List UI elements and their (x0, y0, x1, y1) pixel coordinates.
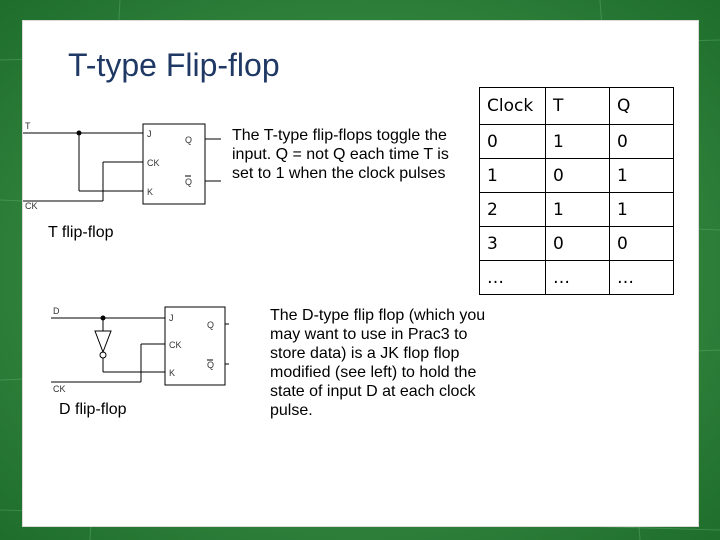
inverter-gate (94, 330, 112, 354)
cell-q: 1 (609, 192, 674, 227)
jk-block (142, 123, 206, 205)
qbar-pin-label: Q (185, 177, 192, 187)
slide-title: T-type Flip-flop (68, 47, 280, 83)
cell-clock: … (479, 260, 546, 295)
ck-pin-label: CK (147, 158, 160, 168)
cell-t: 0 (545, 226, 610, 261)
cell-q: 0 (609, 124, 674, 159)
t-flip-flop-diagram: T J CK K Q Q CK (23, 121, 221, 211)
table-row: 2 1 1 (479, 192, 674, 227)
d-input-label: D (53, 306, 60, 316)
j-pin-label: J (147, 129, 152, 139)
d-flip-flop-diagram: D J CK K Q Q CK (51, 306, 229, 394)
k-pin-label: K (147, 187, 153, 197)
t-flip-flop-description: The T-type flip-flops toggle the input. … (232, 127, 449, 182)
cell-q: 0 (609, 226, 674, 261)
truth-table-header-row: Clock T Q (479, 87, 674, 125)
t-flip-flop-caption: T flip-flop (48, 224, 114, 241)
clock-input-label: CK (53, 384, 66, 394)
k-pin-label: K (169, 368, 175, 378)
cell-clock: 3 (479, 226, 546, 261)
header-q: Q (609, 87, 674, 125)
cell-clock: 0 (479, 124, 546, 159)
table-row: … … … (479, 260, 674, 295)
slide-canvas: T-type Flip-flop T J CK K Q Q CK The T-t… (22, 20, 699, 527)
table-row: 1 0 1 (479, 158, 674, 193)
header-clock: Clock (479, 87, 546, 125)
j-pin-label: J (169, 313, 174, 323)
qbar-pin-label: Q (207, 360, 214, 370)
d-flip-flop-caption: D flip-flop (59, 401, 127, 418)
table-row: 0 1 0 (479, 124, 674, 159)
cell-t: 1 (545, 192, 610, 227)
ck-pin-label: CK (169, 340, 182, 350)
clock-input-label: CK (25, 201, 38, 211)
d-flip-flop-description: The D-type flip flop (which you may want… (270, 307, 486, 419)
t-input-label: T (25, 121, 31, 131)
header-t: T (545, 87, 610, 125)
cell-t: 1 (545, 124, 610, 159)
cell-clock: 2 (479, 192, 546, 227)
cell-t: 0 (545, 158, 610, 193)
cell-clock: 1 (479, 158, 546, 193)
truth-table: Clock T Q 0 1 0 1 0 1 2 1 1 3 0 0 … … … (479, 87, 674, 295)
q-pin-label: Q (207, 320, 214, 330)
cell-q: 1 (609, 158, 674, 193)
cell-q: … (609, 260, 674, 295)
cell-t: … (545, 260, 610, 295)
jk-block (164, 306, 226, 386)
q-pin-label: Q (185, 135, 192, 145)
table-row: 3 0 0 (479, 226, 674, 261)
